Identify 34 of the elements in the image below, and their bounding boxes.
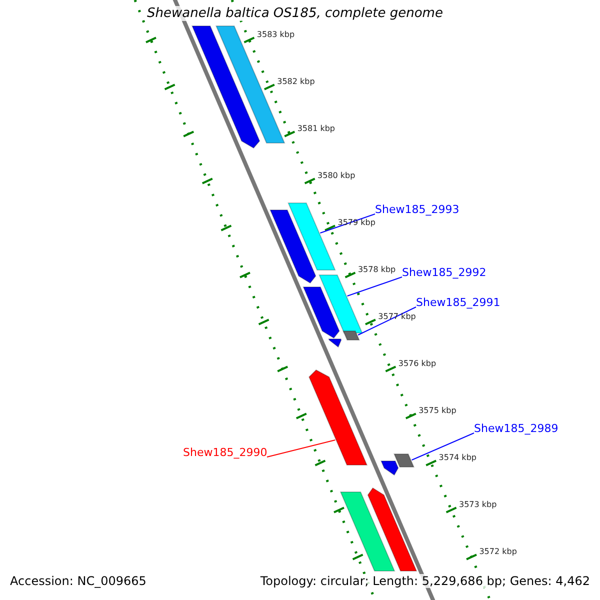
- info-text: Accession: NC_009665: [8, 574, 148, 588]
- title: Shewanella baltica OS185, complete genome: [145, 6, 445, 21]
- leader-line: [358, 306, 416, 336]
- scale-label: 3576 kbp: [398, 359, 436, 368]
- gene-pentagon: [367, 487, 418, 572]
- gene-bar: [393, 454, 415, 468]
- gene-pentagon: [302, 286, 340, 339]
- gene-bar: [318, 274, 363, 334]
- gene-label: Shew185_2993: [375, 203, 460, 216]
- scale-label: 3583 kbp: [256, 30, 295, 39]
- gene-pentagon: [380, 460, 399, 476]
- scale-label: 3572 kbp: [479, 547, 517, 556]
- leader-line: [266, 440, 336, 458]
- scale-label: 3577 kbp: [378, 312, 416, 321]
- gene-label: Shew185_2992: [402, 266, 486, 279]
- gene-bar: [342, 330, 360, 340]
- gene-bar: [340, 492, 396, 572]
- leader-line: [346, 276, 402, 296]
- scale-label: 3575 kbp: [418, 406, 456, 415]
- gene-pentagon: [270, 210, 316, 284]
- leader-line: [320, 214, 376, 234]
- gene-label: Shew185_2989: [474, 422, 558, 435]
- leader-line: [411, 432, 474, 460]
- info-text: Topology: circular; Length: 5,229,686 bp; Genes: 4,462: [258, 574, 592, 588]
- scale-label: 3580 kbp: [318, 171, 356, 180]
- scale-label: 3578 kbp: [358, 265, 396, 274]
- gene-bar: [288, 202, 336, 270]
- scale-label: 3582 kbp: [277, 77, 315, 86]
- scale-label: 3581 kbp: [297, 124, 336, 133]
- gene-pentagon: [308, 369, 368, 466]
- gene-label: Shew185_2990: [183, 446, 268, 459]
- gene-label: Shew185_2991: [416, 296, 500, 309]
- scale-label: 3574 kbp: [438, 453, 476, 462]
- scale-label: 3573 kbp: [459, 500, 497, 509]
